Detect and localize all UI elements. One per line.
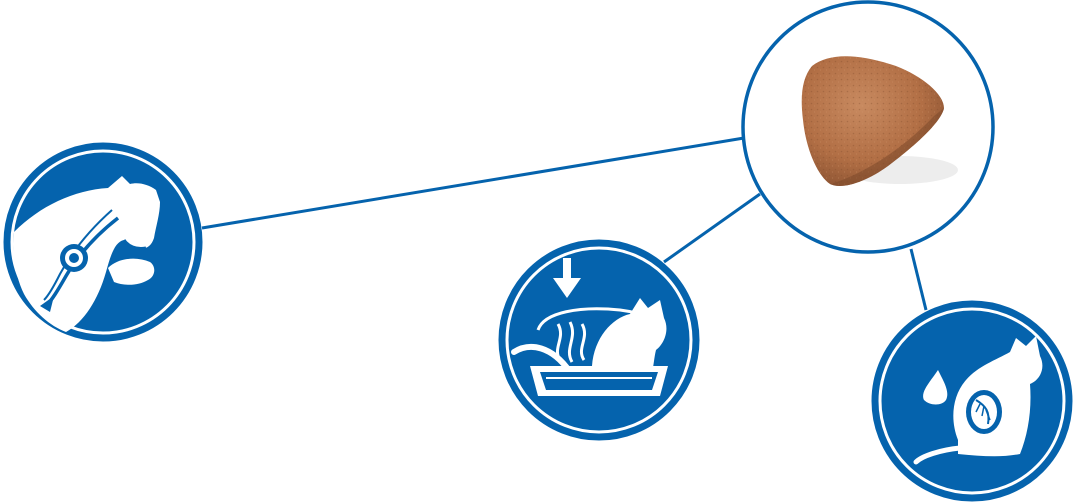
- cat-hairball-digestion-icon: [13, 176, 161, 332]
- kibble-icon: [801, 56, 958, 186]
- connector-hub-to-litter: [663, 192, 761, 264]
- node-urinary: [871, 300, 1073, 502]
- hub-kibble-node: [741, 0, 995, 254]
- node-hairball: [3, 142, 203, 342]
- node-circle-litter: [498, 239, 700, 441]
- node-litter: [498, 239, 700, 441]
- cat-litter-box-odor-icon: [511, 258, 668, 396]
- connector-hub-to-hairball: [201, 136, 745, 230]
- cat-kidney-urinary-icon: [913, 336, 1043, 465]
- connector-hub-to-urinary: [909, 248, 928, 311]
- connector-lines: [201, 136, 928, 311]
